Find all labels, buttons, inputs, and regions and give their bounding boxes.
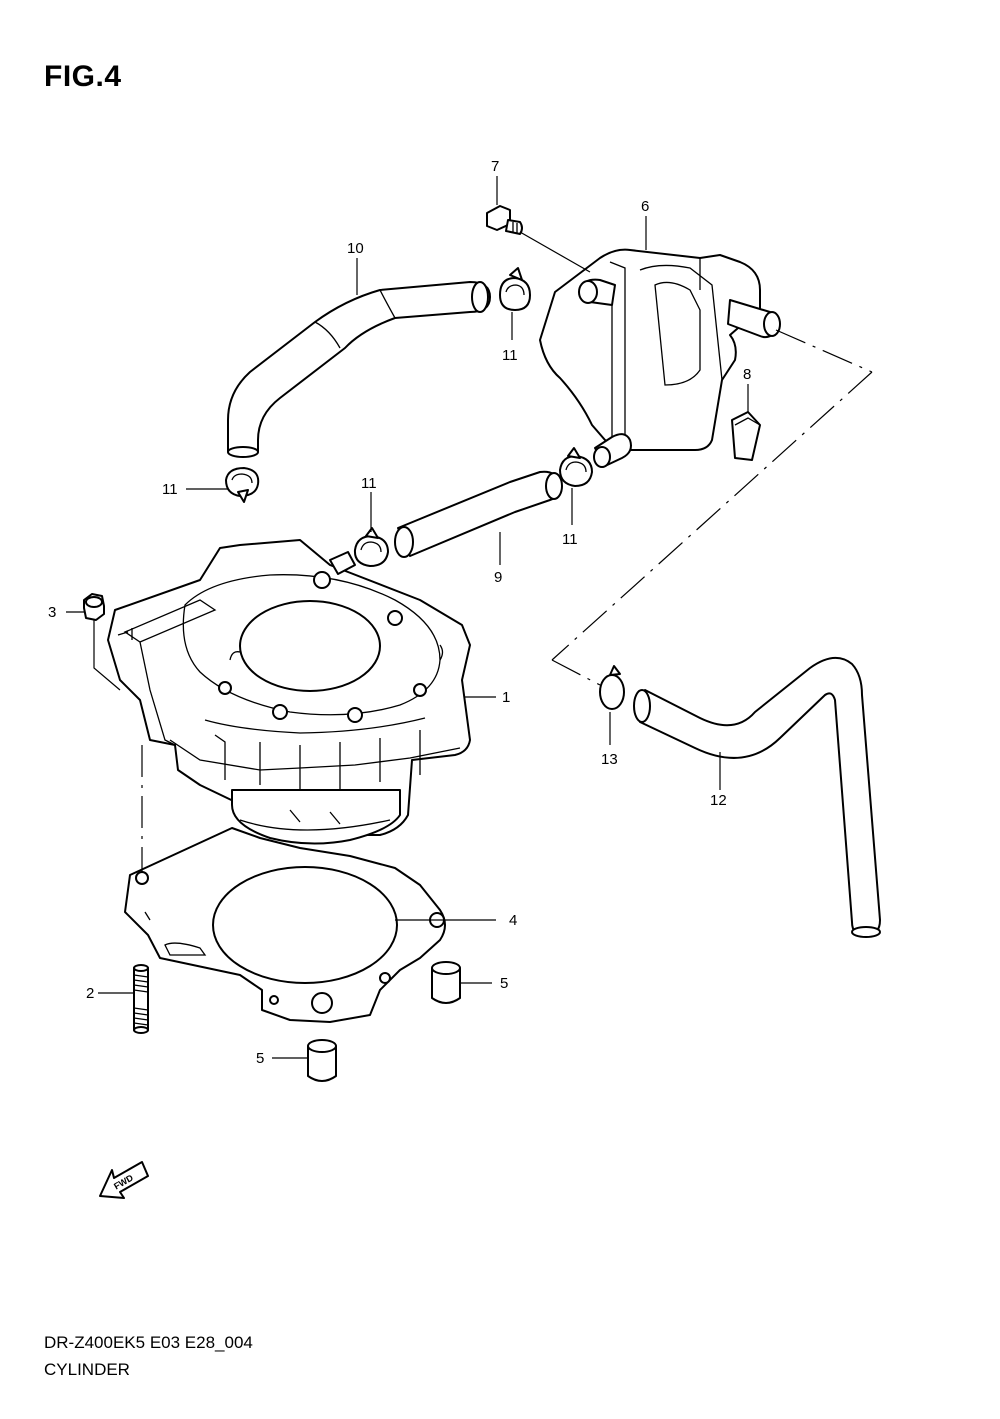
callout-11-upper: 11 (502, 347, 518, 364)
bolt-part-7 (486, 205, 523, 235)
cushion-part-8 (731, 411, 761, 461)
fwd-arrow-icon: FWD (99, 1161, 149, 1199)
callout-9: 9 (494, 569, 502, 586)
callout-5-lower: 5 (256, 1050, 264, 1067)
hose-part-10 (227, 281, 491, 458)
clamp-part-13 (599, 665, 625, 710)
callout-numbers: 7 6 10 11 8 11 11 11 9 3 1 13 12 4 2 5 5 (48, 158, 751, 1067)
callout-8: 8 (743, 366, 751, 383)
callout-4: 4 (509, 912, 517, 929)
callout-2: 2 (86, 985, 94, 1002)
leader-lines (66, 176, 873, 1059)
cylinder-part-1 (107, 539, 471, 845)
clamp-part-11-left (225, 467, 260, 503)
callout-11-right: 11 (562, 531, 578, 548)
clamp-part-11-upper (499, 267, 531, 311)
gasket-part-4 (124, 827, 446, 1023)
callout-5-upper: 5 (500, 975, 508, 992)
hose-part-12 (633, 657, 881, 938)
callout-13: 13 (601, 751, 618, 768)
callout-3: 3 (48, 604, 56, 621)
callout-11-middle: 11 (361, 475, 377, 492)
reed-valve-box-part-6 (539, 248, 781, 468)
callout-1: 1 (502, 689, 510, 706)
stud-part-2 (133, 964, 149, 1034)
model-code: DR-Z400EK5 E03 E28_004 (44, 1333, 253, 1352)
clamp-part-11-middle (353, 527, 389, 567)
section-name: CYLINDER (44, 1360, 130, 1379)
hose-part-9 (394, 470, 563, 558)
figure-title: FIG.4 (44, 60, 122, 93)
clamp-part-11-right (559, 447, 593, 487)
dowel-pin-part-5-upper (431, 961, 461, 1004)
callout-12: 12 (710, 792, 727, 809)
callout-10: 10 (347, 240, 364, 257)
callout-7: 7 (491, 158, 499, 175)
callout-6: 6 (641, 198, 649, 215)
nut-part-3 (83, 593, 105, 621)
callout-11-left: 11 (162, 481, 178, 498)
dowel-pin-part-5-lower (307, 1039, 337, 1082)
